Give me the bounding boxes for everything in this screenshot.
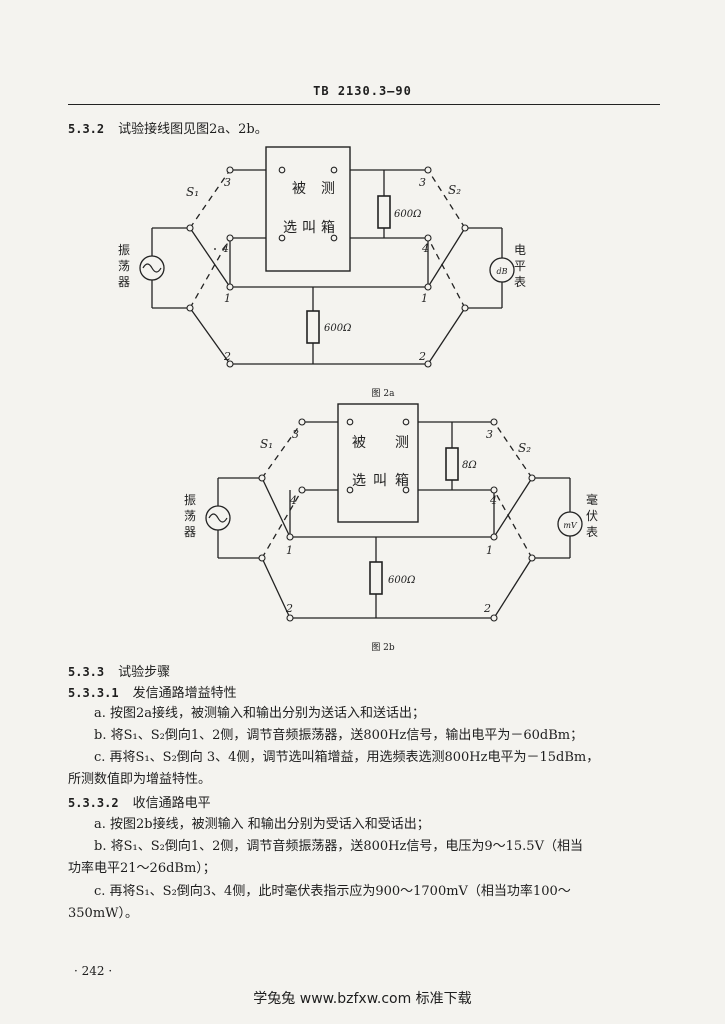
fig2a-meter-name: 平 [514, 259, 526, 273]
fig2b-meter-name: 伏 [586, 509, 598, 523]
fig2b-device-box [337, 403, 419, 523]
fig2a-resistor-bottom [306, 310, 320, 344]
sine-wave-icon [142, 263, 162, 273]
step-2b-cont: 功率电平21～26dBm）； [68, 861, 216, 876]
step-2b: b. 将S₁、S₂倒向1、2侧，调节音频振荡器，送800Hz信号，电压为9～15… [94, 839, 583, 854]
fig2a-meter-label: dB [497, 267, 508, 276]
fig2b-terminal-4: 4 [289, 494, 297, 507]
fig2a-terminal-1: 1 [224, 292, 231, 305]
fig2b-resistor-bottom-label: 600Ω [388, 575, 415, 586]
fig2a-box-terminals [278, 166, 338, 242]
fig2a-meter-name: 表 [514, 275, 526, 289]
section-text: 发信通路增益特性 [132, 686, 237, 701]
step-1c: c. 再将S₁、S₂倒向 3、4侧，调节选叫箱增益，用选频表选测800Hz电平为… [94, 750, 600, 765]
fig2a-box-char: 选 [283, 220, 297, 236]
fig2a-terminal-4: 4 [421, 242, 429, 255]
fig2b-wires [217, 421, 571, 619]
fig2a-caption: 图 2a [372, 388, 396, 399]
fig2b-resistor-top-label: 8Ω [462, 460, 477, 471]
sine-wave-icon [208, 513, 228, 523]
step-2a: a. 按图2b接线，被测输入 和输出分别为受话入和受话出； [94, 817, 430, 832]
fig2b-meter-name: 毫 [586, 492, 598, 507]
section-5-3-3-2: 5.3.3.2 收信通路电平 [68, 794, 211, 813]
fig2b-box-terminals [346, 418, 410, 494]
fig2b-switch-s1: S₁ [260, 437, 273, 451]
fig2a-box-char: 箱 [321, 220, 335, 236]
fig2b-resistor-top [445, 447, 459, 481]
fig2b-box-char: 选 [352, 473, 366, 489]
fig2b-meter-icon [557, 511, 583, 537]
fig2b-terminal-2: 2 [483, 602, 491, 615]
fig2b-oscillator-label: 器 [184, 525, 196, 539]
fig2a-terminal-3: 3 [419, 176, 426, 189]
fig2b-terminal-1: 1 [486, 544, 493, 557]
fig2a-switch-s1: S₁ [186, 185, 199, 199]
fig2b-terminal-2: 2 [285, 602, 293, 615]
section-text: 收信通路电平 [132, 796, 211, 811]
fig2a-meter-name: 电 [514, 243, 526, 257]
standard-code-header: TB 2130.3—90 [313, 84, 412, 98]
fig2b-terminal-4: 4 [489, 494, 497, 507]
fig2b-terminal-3: 3 [486, 428, 493, 441]
page-number: · 242 · [74, 964, 113, 978]
fig2b-terminal-1: 1 [286, 544, 293, 557]
fig2b-box-char: 被 [352, 435, 366, 451]
step-2c-cont: 350mW）。 [68, 906, 139, 921]
section-text: 试验接线图见图2a、2b。 [118, 122, 268, 137]
figure-2a-circuit: dB 被 测 选 叫 箱 600Ω 600Ω S₁ S₂ 3 4 1 2 3 4… [118, 146, 526, 399]
fig2b-switch-s2: S₂ [518, 441, 531, 455]
section-5-3-2: 5.3.2 试验接线图见图2a、2b。 [68, 120, 268, 139]
fig2b-resistor-bottom [369, 561, 383, 595]
fig2a-contacts [186, 166, 469, 368]
fig2b-meter-name: 表 [586, 525, 598, 539]
step-1b: b. 将S₁、S₂倒向1、2侧，调节音频振荡器，送800Hz信号，输出电平为－6… [94, 728, 584, 743]
fig2a-terminal-2: 2 [418, 350, 426, 363]
section-number: 5.3.3 [68, 665, 105, 679]
fig2b-box-char: 叫 [373, 473, 387, 489]
fig2b-box-char: 测 [395, 435, 409, 451]
fig2a-box-char: 被 [292, 181, 306, 197]
fig2a-oscillator-label: 振 [118, 243, 130, 257]
fig2b-box-char: 箱 [395, 473, 409, 489]
fig2a-resistor-top [377, 195, 391, 229]
fig2a-terminal-2: 2 [223, 350, 231, 363]
fig2a-oscillator-label: 器 [118, 275, 130, 289]
fig2b-meter-label: mV [563, 521, 578, 530]
section-5-3-3: 5.3.3 试验步骤 [68, 663, 170, 682]
fig2a-device-box [265, 146, 351, 272]
fig2b-contacts [258, 418, 536, 622]
fig2a-terminal-1: 1 [421, 292, 428, 305]
fig2b-terminal-3: 3 [292, 428, 299, 441]
fig2a-terminal-4: 4 [221, 242, 229, 255]
section-number: 5.3.2 [68, 122, 105, 136]
fig2b-caption: 图 2b [371, 642, 395, 653]
section-number: 5.3.3.2 [68, 796, 119, 810]
step-1c-cont: 所测数值即为增益特性。 [68, 772, 212, 787]
fig2a-meter-icon [489, 257, 515, 283]
fig2a-oscillator-label: 荡 [118, 259, 130, 273]
fig2a-resistor-bottom-label: 600Ω [324, 323, 351, 334]
fig2b-oscillator-label: 振 [184, 493, 196, 507]
step-2c: c. 再将S₁、S₂倒向3、4侧，此时毫伏表指示应为900～1700mV（相当功… [94, 884, 571, 899]
fig2b-oscillator-label: 荡 [184, 509, 196, 523]
site-footer-watermark: 学兔兔 www.bzfxw.com 标准下载 [253, 991, 472, 1007]
step-1a: a. 按图2a接线，被测输入和输出分别为送话入和送话出； [94, 706, 426, 721]
fig2a-wires [151, 169, 503, 365]
header-rule [68, 104, 660, 105]
fig2a-resistor-top-label: 600Ω [394, 209, 421, 220]
figure-2b-circuit: mV 被 测 选 叫 箱 8Ω 600Ω S₁ S₂ 3 4 1 2 3 4 1… [184, 403, 598, 653]
section-number: 5.3.3.1 [68, 686, 119, 700]
fig2a-box-char: 测 [321, 181, 335, 197]
fig2a-terminal-3: 3 [224, 176, 231, 189]
fig2a-switch-s2: S₂ [448, 183, 461, 197]
fig2a-box-char: 叫 [302, 220, 316, 236]
section-text: 试验步骤 [118, 665, 171, 680]
section-5-3-3-1: 5.3.3.1 发信通路增益特性 [68, 684, 237, 703]
